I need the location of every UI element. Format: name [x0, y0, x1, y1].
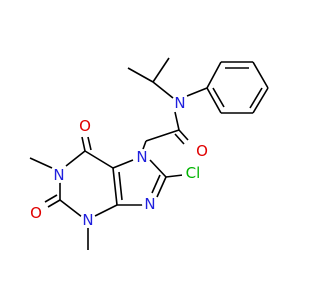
atom-cl: Cl [182, 164, 204, 182]
atom-o-amide: O [194, 142, 210, 160]
atom-label-layer: N O O O N N N N [28, 94, 210, 229]
bond-phenyl-6 [206, 87, 222, 114]
atom-o-bottom: O [28, 204, 44, 222]
molecule-structure: N O O O N N N N [28, 57, 269, 250]
atom-n-purine-1: N [51, 166, 67, 184]
bond-c5-c6 [84, 150, 114, 169]
bond-n-carbonyl [174, 111, 180, 131]
bond-c6-n1 [65, 150, 86, 167]
bond-phenyl-inner-b [249, 87, 263, 109]
bond-layer [29, 57, 269, 250]
atom-n-purine-9-label: N [144, 195, 155, 213]
bond-n3-c4 [94, 204, 118, 217]
atom-n-purine-3-label: N [82, 211, 93, 229]
bond-carbonyl-o-a [178, 129, 189, 141]
bond-c2-o-a [47, 199, 61, 208]
bond-phenyl-inner-c [212, 87, 225, 108]
atom-n-purine-7-label: N [136, 148, 147, 166]
bond-c2-o-b [44, 194, 58, 203]
bond-c4-c5-a [112, 167, 118, 206]
atom-cl-label: Cl [186, 164, 201, 182]
atom-o-amide-label: O [196, 142, 208, 160]
atom-n-purine-9: N [142, 195, 158, 213]
bond-c8-cl [165, 174, 184, 178]
atom-o-top: O [77, 117, 93, 135]
bond-carbonyl-ch2 [145, 129, 180, 142]
bond-c6-o-b [87, 136, 92, 151]
molecule-diagram: N O O O N N N N [28, 57, 269, 250]
bond-isopropyl-ch3-left [127, 67, 154, 83]
atom-o-bottom-label: O [30, 204, 42, 222]
bond-carbonyl-o-b [174, 133, 185, 145]
bond-c8-n9-b [151, 174, 161, 194]
atom-n-amide-label: N [174, 94, 185, 112]
atom-o-top-label: O [79, 117, 91, 135]
atom-n-purine-1-label: N [53, 166, 64, 184]
bond-n7-c8 [149, 159, 167, 178]
atom-n-amide: N [172, 94, 188, 112]
bond-n1-methyl [29, 157, 53, 169]
atom-n-purine-7: N [134, 148, 150, 166]
bond-c6-o-a [81, 136, 86, 152]
bond-n7-c5 [112, 159, 134, 169]
bond-c8-n9-a [156, 176, 167, 198]
bond-c4-c5-b [118, 171, 123, 201]
atom-n-purine-3: N [80, 211, 96, 229]
bond-n-phenyl [186, 87, 208, 97]
bond-isopropyl-ch3-right [152, 57, 170, 83]
bond-phenyl-3 [252, 61, 269, 89]
bond-isopropyl-n [152, 81, 174, 99]
bond-phenyl-1 [206, 61, 222, 89]
bond-c2-n3 [59, 199, 83, 218]
bond-phenyl-4 [252, 87, 269, 114]
